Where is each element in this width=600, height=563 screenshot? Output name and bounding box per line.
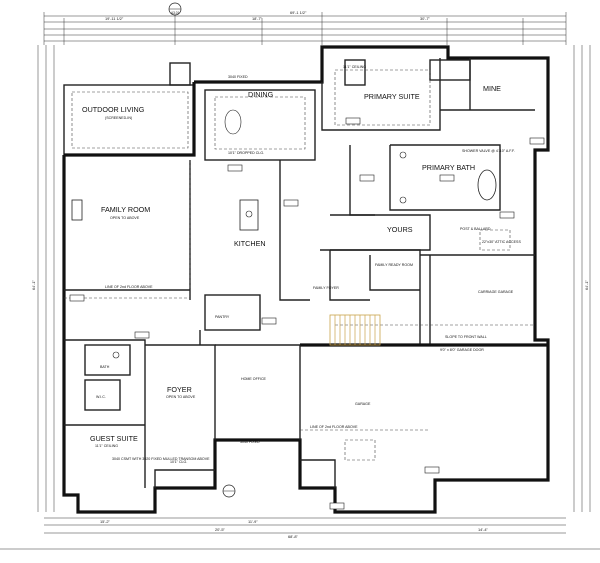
slope-note: SLOPE TO FRONT WALL: [445, 335, 487, 339]
sink-icon: [399, 151, 407, 159]
room-note-primary-suite: 11'1" CEILING: [343, 65, 366, 69]
sink-icon-2: [399, 196, 407, 204]
section-tag: A3.01: [171, 11, 180, 15]
kitchen-island: [239, 199, 259, 231]
guest-window-note: 3040 CSMT WITH 3020 FIXED MULLED TRANSOM…: [112, 457, 210, 461]
room-label-guest-suite: GUEST SUITE: [90, 434, 138, 443]
shower-valve-note: SHOWER VALVE @ 4'-10" A.F.F.: [462, 149, 515, 153]
garage-floor-above-note: LINE OF 2nd FLOOR ABOVE: [310, 425, 358, 429]
dimension-bottom-2: 20'-5": [215, 527, 226, 532]
overall-left-dimension: 64'-1": [31, 279, 36, 290]
island-sink-icon: [245, 210, 253, 218]
room-label-outdoor-living: OUTDOOR LIVING: [82, 105, 145, 114]
callout-tags: [69, 117, 545, 510]
walls: [62, 45, 550, 514]
room-note-guest-suite: 11'1" CEILING: [95, 444, 118, 448]
family-floor-above-note: LINE OF 2nd FLOOR ABOVE: [105, 285, 153, 289]
dimension-bottom-3: 11'-9": [248, 519, 258, 524]
dimension-bottom-1: 15'-2": [100, 519, 111, 524]
room-label-foyer: FOYER: [167, 385, 192, 394]
window-note-dining: 3040 FIXED: [228, 75, 248, 79]
room-label-primary-bath: PRIMARY BATH: [422, 163, 475, 172]
room-labels: OUTDOOR LIVING (SCREENED-IN) DINING 10'1…: [82, 65, 521, 464]
room-label-mine: MINE: [483, 84, 501, 93]
foyer-ceiling-note: 10'1" CLG.: [170, 460, 187, 464]
room-label-wic: W.I.C.: [96, 395, 106, 399]
overall-width-dimension: 69'-1 1/2": [290, 10, 307, 15]
room-note-outdoor-living: (SCREENED-IN): [105, 116, 132, 120]
room-label-dining: DINING: [248, 90, 274, 99]
dimension-lines-sides: 64'-1" 64'-1" 68'-8" 15'-2" 20'-5" 11'-9…: [0, 45, 600, 550]
toilet-icon: [112, 351, 120, 359]
room-label-family-foyer: FAMILY FOYER: [313, 286, 339, 290]
garage-door-note: 9'0" x 8'0" GARAGE DOOR: [440, 348, 484, 352]
overall-bottom-dimension: 68'-8": [288, 534, 299, 539]
room-label-kitchen: KITCHEN: [234, 239, 266, 248]
post-ballard-note: POST & BALLARD: [460, 227, 491, 231]
room-note-foyer: OPEN TO ABOVE: [166, 395, 196, 399]
stairs: [329, 314, 381, 346]
attic-access-note: 22"x30" ATTIC ACCESS: [482, 240, 521, 244]
dimension-top-1: 19'-11 1/2": [105, 16, 124, 21]
dining-ceiling-note: 10'1" DROPPED CLG.: [228, 151, 264, 155]
dimension-top-3: 30'-7": [420, 16, 431, 21]
room-label-carriage-garage: CARRIAGE GARAGE: [478, 290, 514, 294]
dimension-lines-top: 69'-1 1/2" 19'-11 1/2" 18'-7" 30'-7": [43, 10, 567, 45]
dimension-bottom-4: 14'-4": [478, 527, 489, 532]
room-label-primary-suite: PRIMARY SUITE: [364, 92, 420, 101]
room-label-pantry: PANTRY: [215, 315, 230, 319]
room-note-family-room: OPEN TO ABOVE: [110, 216, 140, 220]
room-label-family-ready-room: FAMILY READY ROOM: [375, 263, 413, 267]
dining-table-icon: [224, 109, 242, 135]
room-label-bath: BATH: [100, 365, 110, 369]
section-marker: A3.01: [168, 2, 236, 498]
room-label-home-office: HOME OFFICE: [241, 377, 267, 381]
dimension-top-2: 18'-7": [252, 16, 263, 21]
room-label-garage: GARAGE: [355, 402, 371, 406]
dashed-lines: [64, 69, 535, 461]
window-note-office: 3040 FIXED: [240, 440, 260, 444]
overall-right-dimension: 64'-1": [584, 279, 589, 290]
bathtub-icon: [477, 169, 497, 201]
fireplace-icon: [71, 199, 83, 221]
fixtures: [71, 109, 497, 359]
room-label-yours: YOURS: [387, 225, 413, 234]
room-label-family-room: FAMILY ROOM: [101, 205, 150, 214]
